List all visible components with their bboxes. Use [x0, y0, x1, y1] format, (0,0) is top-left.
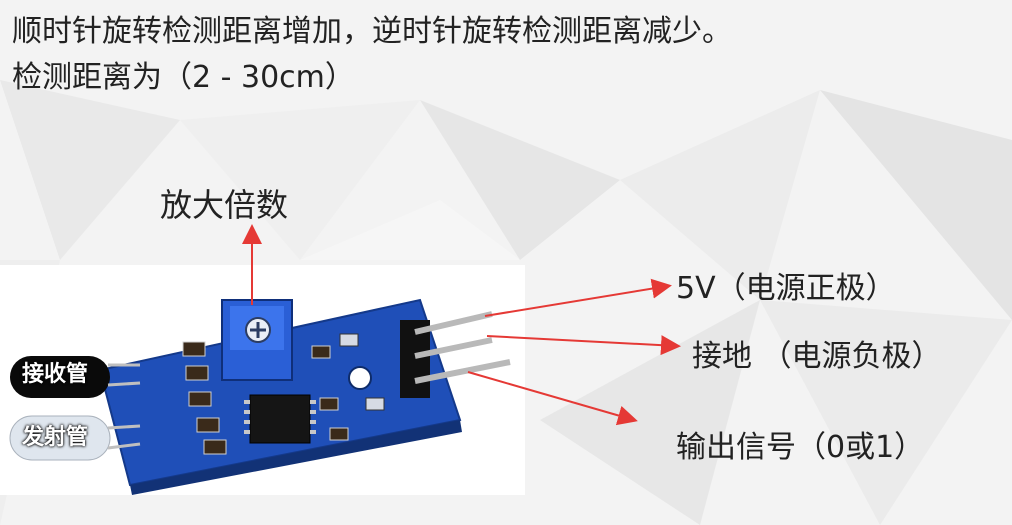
vcc-label: 5V（电源正极）	[676, 271, 896, 306]
mounting-hole	[348, 366, 372, 390]
description-line-2: 检测距离为（2 - 30cm）	[12, 60, 355, 95]
sensor-module-photo	[0, 265, 525, 495]
gain-label: 放大倍数	[160, 186, 289, 224]
pin-gnd	[414, 337, 493, 359]
power-led	[339, 333, 359, 347]
emitter-tube	[9, 415, 111, 461]
pin-header	[400, 320, 430, 398]
gnd-label: 接地 （电源负极）	[692, 339, 942, 374]
receiver-label: 接收管	[22, 361, 89, 387]
ic-chip	[249, 394, 311, 444]
pin-vcc	[414, 311, 493, 335]
pcb-edge	[130, 420, 462, 495]
receiver-tube	[10, 356, 110, 398]
output-led	[365, 397, 385, 411]
output-label: 输出信号（0或1）	[676, 430, 925, 465]
pin-out	[414, 359, 511, 384]
emitter-label: 发射管	[22, 424, 89, 450]
description-line-1: 顺时针旋转检测距离增加，逆时针旋转检测距离减少。	[12, 14, 732, 49]
